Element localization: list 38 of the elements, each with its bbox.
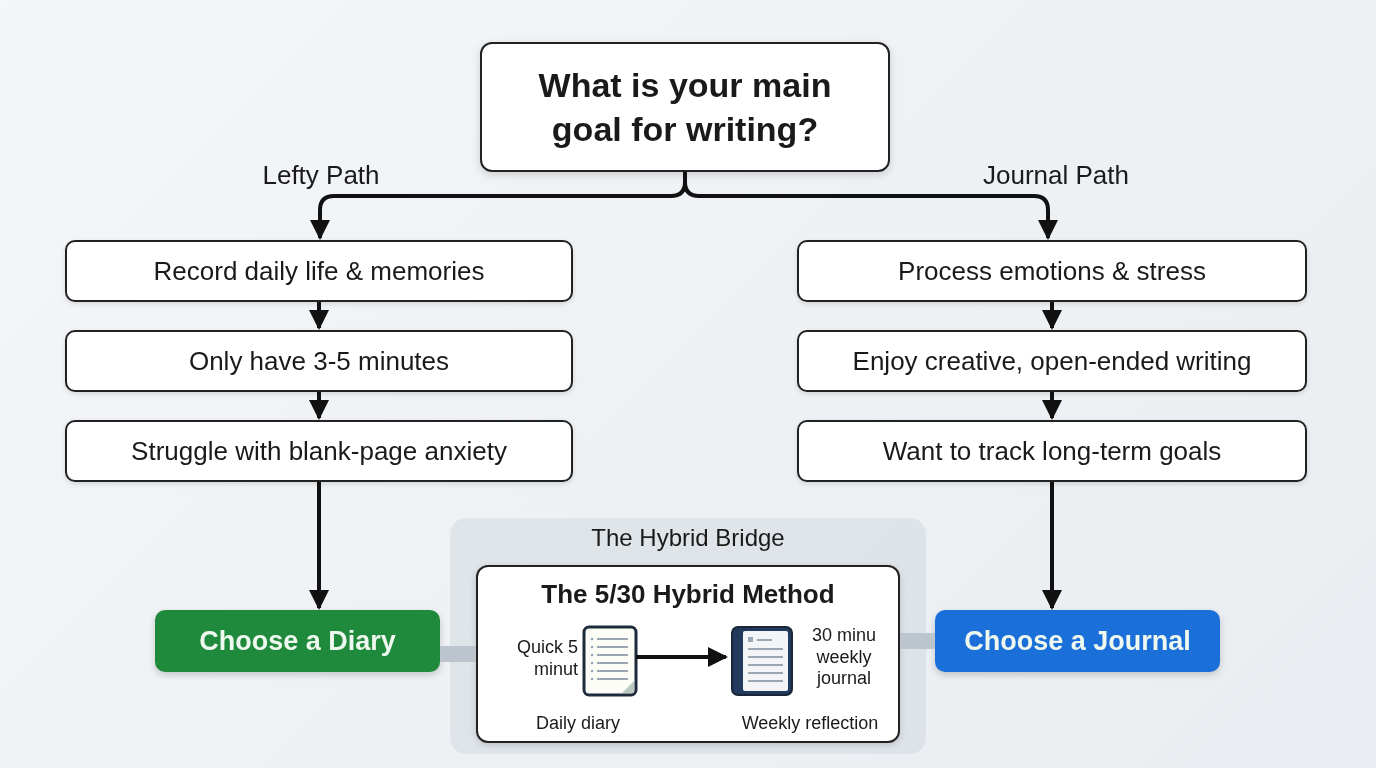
question-box	[480, 42, 890, 172]
result-button	[155, 610, 440, 672]
node-text: Quick 5 minut	[515, 637, 578, 681]
connector-band	[900, 633, 935, 649]
process-box	[65, 420, 573, 482]
arrow	[636, 647, 728, 667]
node-text: Process emotions & stress	[898, 255, 1206, 287]
process-box	[797, 330, 1307, 392]
node-text: The 5/30 Hybrid Method	[541, 579, 835, 610]
connector-band	[440, 646, 476, 662]
node-text: Daily diary	[535, 713, 621, 735]
arrow	[309, 302, 329, 330]
node-text: Struggle with blank-page anxiety	[131, 435, 507, 467]
arrow	[309, 392, 329, 420]
node-text: Record daily life & memories	[153, 255, 485, 287]
edge-label: Journal Path	[982, 159, 1130, 191]
node-text: Weekly reflection	[740, 713, 880, 735]
result-button	[935, 610, 1220, 672]
node-text: Want to track long-term goals	[882, 435, 1222, 467]
edge-label: Lefty Path	[261, 159, 381, 191]
node-text: What is your main goal for writing?	[537, 64, 833, 150]
process-box	[65, 330, 573, 392]
node-text: Enjoy creative, open-ended writing	[852, 345, 1252, 377]
bridge-band	[450, 518, 926, 754]
process-box	[65, 240, 573, 302]
method-card	[476, 565, 900, 743]
node-text: Only have 3-5 minutes	[188, 345, 450, 377]
arrow	[309, 482, 329, 610]
node-text: Choose a Journal	[964, 625, 1191, 657]
process-box	[797, 240, 1307, 302]
arrow	[683, 172, 1058, 240]
section-heading: The Hybrid Bridge	[591, 524, 785, 552]
node-text: 30 minu weekly journal	[810, 625, 877, 690]
arrow	[1042, 302, 1062, 330]
arrow	[1042, 392, 1062, 420]
process-box	[797, 420, 1307, 482]
arrow	[1042, 482, 1062, 610]
node-text: Choose a Diary	[199, 625, 396, 657]
